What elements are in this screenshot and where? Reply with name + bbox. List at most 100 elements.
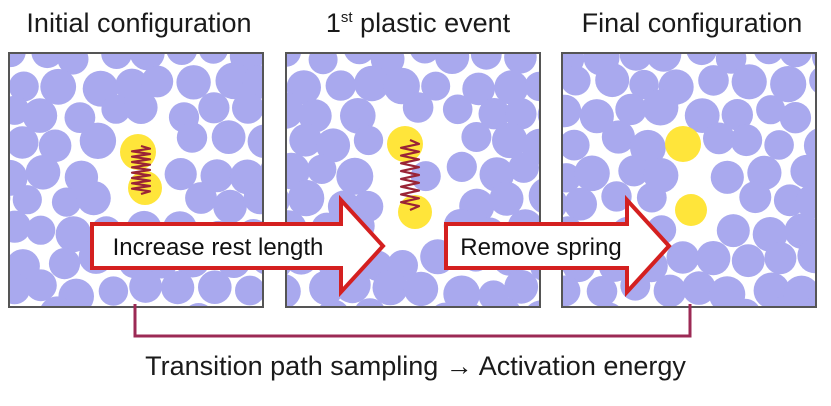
particle <box>563 129 590 161</box>
particle <box>618 155 650 187</box>
particle <box>488 297 520 306</box>
particle <box>211 120 246 154</box>
particle <box>215 62 253 100</box>
particle <box>435 302 455 306</box>
particle <box>619 54 653 71</box>
particle <box>443 275 481 306</box>
particle <box>10 273 31 305</box>
particle <box>354 65 390 102</box>
particle <box>260 163 262 179</box>
particle <box>595 63 630 98</box>
particle <box>287 54 301 67</box>
particle <box>101 54 132 69</box>
particle <box>505 98 537 130</box>
particle <box>167 54 197 65</box>
particle <box>287 179 325 217</box>
particle <box>336 157 374 195</box>
particle <box>10 71 39 102</box>
final-particle-packing <box>563 54 815 306</box>
particle <box>646 54 682 72</box>
particle <box>682 271 716 305</box>
particle <box>64 102 96 133</box>
particle <box>232 92 262 124</box>
particle <box>564 187 597 221</box>
particle <box>721 99 753 131</box>
particle <box>101 94 131 124</box>
particle <box>200 159 234 193</box>
particle <box>754 54 784 65</box>
particle <box>731 244 765 278</box>
particle <box>213 189 247 224</box>
final-configuration-panel <box>561 52 817 308</box>
particle <box>446 151 477 182</box>
particle <box>524 71 539 102</box>
particle <box>164 158 197 191</box>
particle <box>779 54 812 68</box>
particle <box>696 241 731 276</box>
particle <box>247 124 262 158</box>
particle <box>320 299 347 306</box>
particle <box>124 90 158 124</box>
particle <box>235 275 262 306</box>
particle <box>129 270 162 303</box>
particle <box>739 181 772 214</box>
particle <box>504 54 537 74</box>
particle <box>790 154 815 188</box>
particle <box>176 65 211 100</box>
particle <box>489 181 524 216</box>
particle <box>198 270 232 304</box>
particle <box>176 122 208 153</box>
particle <box>730 124 763 157</box>
particle <box>770 66 807 103</box>
particle <box>25 269 57 302</box>
particle <box>38 129 72 163</box>
particle <box>40 68 77 105</box>
particle <box>57 54 89 75</box>
particle <box>141 65 174 98</box>
particle <box>10 126 39 159</box>
particle <box>779 102 812 134</box>
particle <box>642 89 679 126</box>
particle <box>478 98 510 130</box>
particle <box>462 72 495 106</box>
particle <box>716 214 750 248</box>
particle <box>653 274 687 306</box>
particle <box>666 241 700 274</box>
particle <box>767 296 799 306</box>
particle <box>421 71 451 101</box>
particle <box>242 65 262 99</box>
particle <box>731 298 759 306</box>
particle <box>308 54 338 75</box>
particle <box>31 54 64 69</box>
particle <box>26 215 56 245</box>
increase-rest-length-arrow: Increase rest length <box>90 194 386 298</box>
particle <box>243 181 262 215</box>
spring-icon <box>399 138 421 212</box>
particle <box>356 298 384 306</box>
particle <box>22 98 58 133</box>
particle <box>494 70 529 105</box>
particle <box>76 181 111 216</box>
particle <box>261 105 262 117</box>
event-ordinal-suffix: st <box>340 9 353 26</box>
particle <box>686 54 717 66</box>
particle <box>731 64 767 100</box>
particle <box>563 94 582 128</box>
particle <box>492 122 528 159</box>
particle <box>459 302 480 306</box>
event-label: plastic event <box>352 8 511 38</box>
initial-configuration-title: Initial configuration <box>26 8 252 38</box>
particle <box>442 94 473 125</box>
particle <box>764 242 797 275</box>
particle <box>574 155 610 192</box>
particle <box>51 187 82 217</box>
particle <box>435 54 470 74</box>
particle <box>504 269 539 304</box>
particle <box>809 68 815 93</box>
particle <box>783 275 815 306</box>
bracket-connector <box>133 304 692 338</box>
particle <box>710 160 744 194</box>
particle <box>795 184 815 219</box>
particle <box>98 276 129 306</box>
